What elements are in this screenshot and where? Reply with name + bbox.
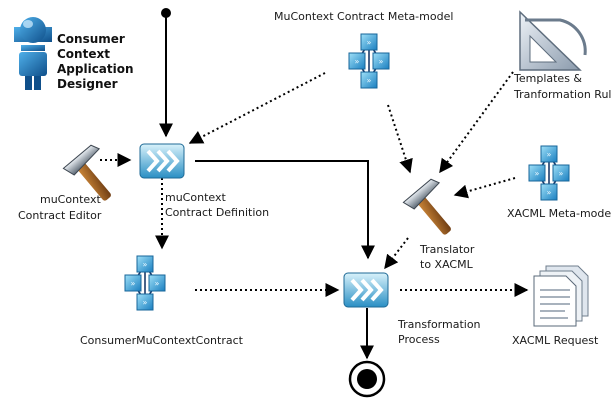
translator-label-line-2: to XACML [420, 258, 474, 271]
node-templates[interactable]: Templates & Tranformation Rul [513, 10, 611, 101]
edge-metamodel-to-translator [387, 104, 413, 174]
document-icon [533, 265, 589, 327]
templates-label-line-2: Tranformation Rul [513, 88, 611, 101]
node-xacml-request[interactable]: XACML Request [512, 265, 599, 347]
set-square-icon [519, 10, 587, 71]
metamodel-icon [528, 145, 570, 201]
definition-label-line-2: Contract Definition [165, 206, 269, 219]
edge-xacml-metamodel-to-translator [453, 177, 516, 199]
start-node-icon [161, 8, 171, 18]
definition-label-line-1: muContext [165, 191, 226, 204]
actor-label-line-4: Designer [57, 77, 118, 91]
end-node-icon [348, 360, 386, 398]
node-transformation[interactable]: Transformation Process [342, 271, 481, 346]
node-contract-definition[interactable]: muContext Contract Definition [138, 142, 269, 219]
node-xacml-metamodel[interactable]: XACML Meta-mode [507, 145, 611, 220]
transformation-label-line-1: Transformation [397, 318, 481, 331]
actor-label-line-3: Application [57, 62, 134, 76]
contract-metamodel-label: MuContext Contract Meta-model [274, 10, 453, 23]
editor-label-line-1: muContext [40, 193, 101, 206]
actor-label-line-2: Context [57, 47, 110, 61]
actor-label-line-1: Consumer [57, 32, 125, 46]
hammer-icon [402, 176, 453, 237]
person-icon [14, 17, 52, 90]
node-translator[interactable]: Translator to XACML [402, 176, 475, 271]
actor-consumer-context-designer: Consumer Context Application Designer [14, 17, 134, 91]
metamodel-icon [348, 33, 390, 89]
xacml-request-label: XACML Request [512, 334, 599, 347]
node-contract-metamodel[interactable]: MuContext Contract Meta-model [274, 10, 453, 89]
editor-label-line-2: Contract Editor [18, 209, 102, 222]
process-chevron-icon [138, 142, 186, 180]
transformation-label-line-2: Process [398, 333, 440, 346]
edge-templates-to-translator [439, 71, 514, 174]
process-chevron-icon [342, 271, 390, 309]
consumer-contract-label: ConsumerMuContextContract [80, 334, 244, 347]
templates-label-line-1: Templates & [513, 72, 582, 85]
node-contract-editor[interactable]: muContext Contract Editor [18, 142, 113, 222]
edge-metamodel-to-definition [188, 72, 326, 144]
xacml-metamodel-label: XACML Meta-mode [507, 207, 611, 220]
edge-translator-to-transformation [384, 237, 409, 270]
translator-label-line-1: Translator [419, 243, 475, 256]
edges [100, 14, 529, 360]
metamodel-icon [124, 255, 166, 311]
node-consumer-contract[interactable]: ConsumerMuContextContract [80, 255, 244, 347]
edge-definition-to-transformation [195, 160, 375, 260]
